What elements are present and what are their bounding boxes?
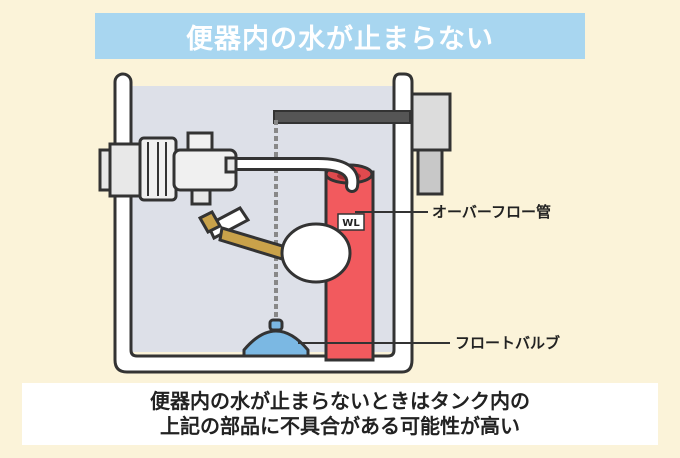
caption-line-2: 上記の部品に不具合がある可能性が高い [160,414,520,438]
caption-line-1: 便器内の水が止まらないときはタンク内の [150,389,530,413]
overflow-pipe-label: オーバーフロー管 [432,203,551,221]
title-banner: 便器内の水が止まらない [95,13,585,59]
water-level-badge [337,213,365,231]
float-ball [280,222,352,284]
handle-lever [273,110,411,124]
callout-line [298,211,450,344]
flush-handle [410,92,452,196]
float-valve [242,318,310,358]
page-title: 便器内の水が止まらない [186,23,494,55]
float-valve-label: フロートバルブ [455,334,561,352]
caption-box: 便器内の水が止まらないときはタンク内の 上記の部品に不具合がある可能性が高い [22,383,658,445]
water-level-text: WL [342,218,360,229]
tank-wall [113,72,414,374]
